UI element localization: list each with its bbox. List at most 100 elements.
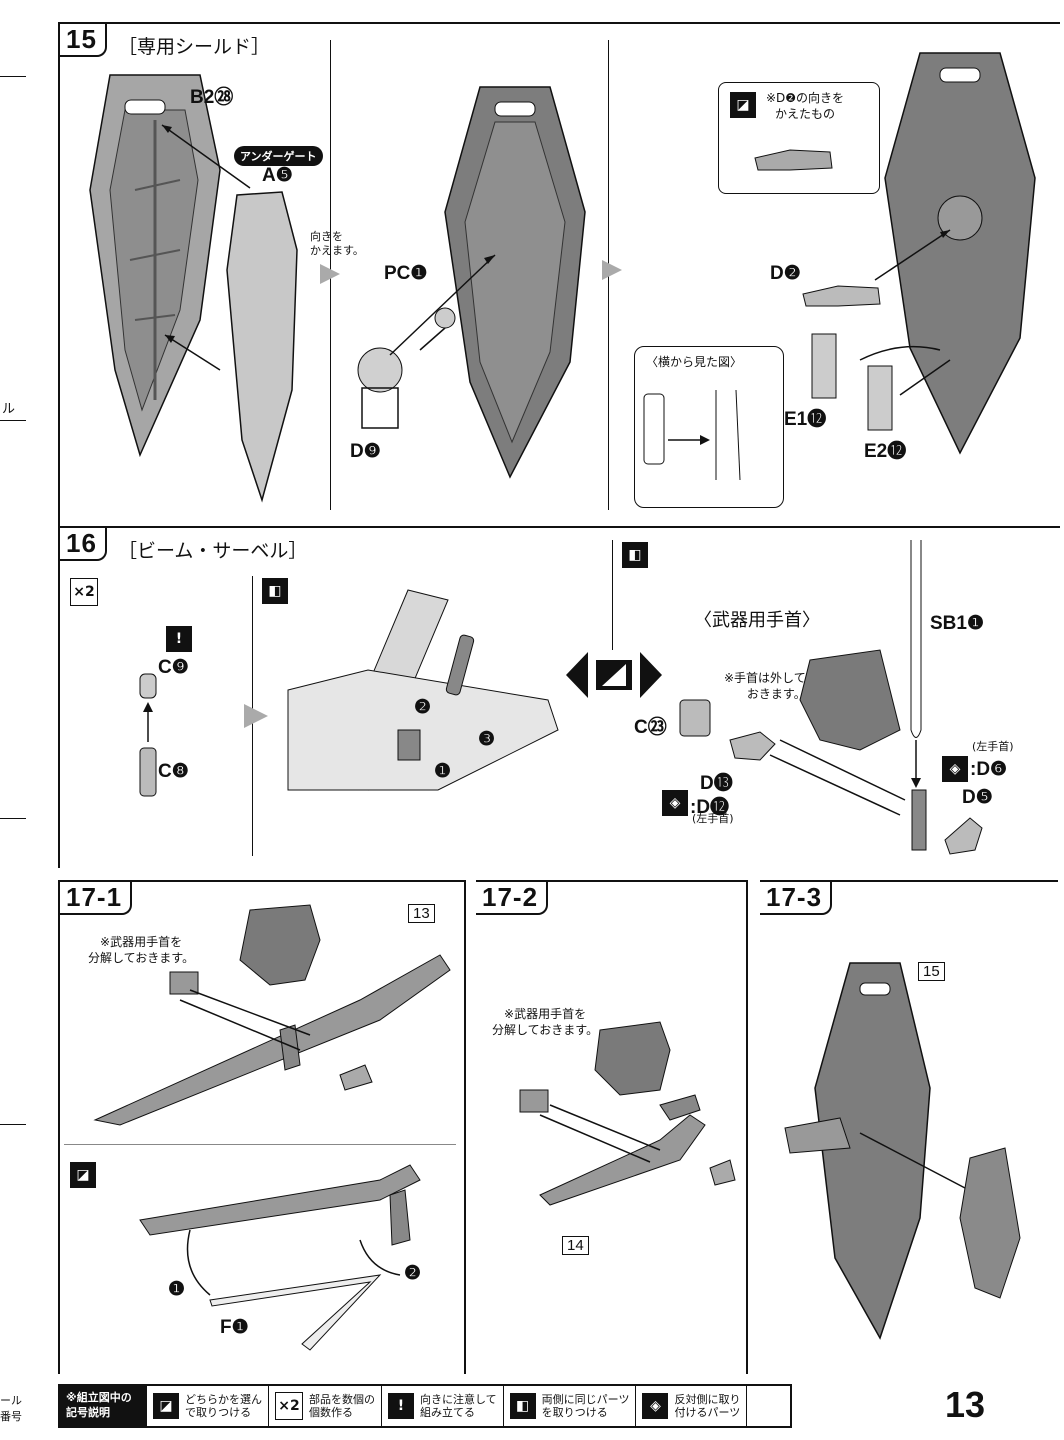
shield-cover-illustration	[226, 191, 298, 503]
part-c23-label: C㉓	[634, 717, 667, 738]
left-hand-note-1: (左手首)	[692, 812, 734, 825]
d5-illustration	[944, 817, 983, 855]
symbol-legend: ※組立図中の 記号説明 ◪ どちらかを選ん で取りつける ×2 部品を数個の 個…	[58, 1384, 792, 1428]
legend-text-choose: どちらかを選ん で取りつける	[185, 1393, 262, 1419]
legend-head: ※組立図中の 記号説明	[60, 1386, 146, 1426]
step-15-number: 15	[60, 24, 107, 57]
part-b2-label: B2㉘	[190, 87, 234, 108]
e2-illustration	[867, 365, 893, 431]
choose-icon-2: ◪	[70, 1162, 96, 1188]
part-d6-label: :D❻	[970, 759, 1008, 780]
step-16-circle-2: ❷	[414, 697, 432, 718]
saber-blade-illustration	[910, 540, 922, 788]
arrows-step15-c	[859, 229, 951, 396]
margin-text-3: 番号	[0, 1410, 22, 1423]
saber-mount-illustration	[287, 589, 559, 791]
step-17-1-divider	[64, 1144, 456, 1145]
step-16-circle-1: ❶	[434, 761, 452, 782]
legend-item-both-sides: ◧ 両側に同じパーツ を取りつける	[502, 1386, 636, 1426]
note-d2-orientation: ※D❷の向きを かえたもの	[766, 91, 845, 121]
page-number: 13	[945, 1384, 986, 1425]
legend-item-caution: ! 向きに注意して 組み立てる	[381, 1386, 503, 1426]
choose-icon: ◪	[153, 1393, 179, 1419]
weapon-hand-title: 〈武器用手首〉	[694, 610, 820, 631]
ref-13: 13	[408, 904, 435, 923]
margin-rule-2	[0, 420, 26, 421]
hand-assembly-illustration	[679, 649, 927, 851]
left-margin: ル ール 番号	[0, 0, 30, 1440]
part-f1-label: F❶	[220, 1317, 249, 1338]
step-17-2-note: ※武器用手首を 分解しておきます。	[492, 1007, 599, 1037]
step-17-3-number: 17-3	[760, 882, 833, 915]
step-16-circle-3: ❸	[478, 729, 496, 750]
gun-assembly-illustration	[519, 1021, 736, 1206]
rifle-sling-illustration	[139, 1164, 421, 1351]
part-d9-label: D❾	[350, 441, 381, 462]
part-a5-label: A❺	[262, 165, 293, 186]
shield-mount-illustration	[784, 962, 1021, 1340]
part-e1-label: E1⓬	[784, 409, 827, 430]
step-16-number: 16	[60, 528, 107, 561]
caution-icon: !	[166, 626, 192, 652]
note-bubble	[718, 82, 880, 194]
part-c8-label: C❽	[158, 761, 189, 782]
both-sides-icon: ◧	[509, 1393, 536, 1419]
side-view-illustration	[643, 389, 741, 481]
arrows-step15-a	[161, 124, 251, 371]
choose-double-arrow-icon	[566, 652, 662, 698]
step-16-title: ［ビーム・サーベル］	[118, 540, 308, 562]
legend-item-choose: ◪ どちらかを選ん で取りつける	[146, 1386, 268, 1426]
legend-item-opposite: ◈ 反対側に取り 付けるパーツ	[635, 1386, 748, 1426]
margin-rule-1	[0, 76, 26, 77]
margin-text-1: ル	[2, 402, 16, 417]
part-d2-label: D❷	[770, 263, 801, 284]
legend-item-x2: ×2 部品を数個の 個数作る	[268, 1386, 381, 1426]
d2-alt-illustration	[754, 149, 833, 171]
part-pc1-label: PC❶	[384, 263, 428, 284]
x2-icon: ×2	[70, 578, 98, 606]
undergate-badge: アンダーゲート	[234, 146, 323, 166]
step-17-1-note: ※武器用手首を 分解しておきます。	[88, 935, 195, 965]
legend-text-x2: 部品を数個の 個数作る	[309, 1393, 375, 1419]
legend-text-both-sides: 両側に同じパーツ を取りつける	[541, 1393, 630, 1419]
part-d13-label: D⓭	[700, 773, 733, 794]
caution-icon: !	[388, 1393, 414, 1419]
step-17-2-number: 17-2	[476, 882, 549, 915]
step-17-1-number: 17-1	[60, 882, 133, 915]
step-arrow-2	[602, 260, 622, 280]
pc-joint-illustration	[357, 254, 496, 429]
opposite-side-icon: ◈	[642, 1393, 669, 1419]
legend-text-opposite: 反対側に取り 付けるパーツ	[674, 1393, 741, 1419]
step-arrow-3	[244, 704, 268, 728]
left-hand-note-2: (左手首)	[972, 740, 1014, 753]
margin-rule-4	[0, 1124, 26, 1125]
margin-rule-3	[0, 818, 26, 819]
opposite-side-icon: ◈	[662, 790, 688, 816]
part-d5-label: D❺	[962, 787, 993, 808]
note-remove-hand: ※手首は外して おきます。	[724, 671, 806, 701]
step-arrow-1	[320, 264, 340, 284]
rifle-assembly-illustration	[93, 904, 451, 1126]
margin-text-2: ール	[0, 1394, 22, 1407]
turn-note: 向きを かえます。	[310, 230, 364, 257]
side-view-label: 〈横から見た図〉	[646, 355, 743, 369]
ref-15: 15	[918, 962, 945, 981]
shield-front-illustration	[444, 86, 586, 479]
x2-icon: ×2	[275, 1392, 303, 1420]
c-parts-illustration	[139, 673, 157, 797]
opposite-side-icon-2: ◈	[942, 756, 968, 782]
choose-icon: ◪	[730, 92, 756, 118]
part-c9-label: C❾	[158, 657, 189, 678]
step-16-divider-2	[612, 540, 613, 650]
legend-text-caution: 向きに注意して 組み立てる	[420, 1393, 497, 1419]
part-e2-label: E2⓬	[864, 441, 907, 462]
step-15-title: ［専用シールド］	[118, 36, 271, 58]
sling-circle-2: ❷	[404, 1263, 422, 1284]
both-sides-icon: ◧	[262, 578, 288, 604]
shield-assembled-illustration	[884, 52, 1036, 455]
both-sides-icon-2: ◧	[622, 542, 648, 568]
part-d12-label: :D⓬	[690, 797, 730, 818]
part-sb1-label: SB1❶	[930, 613, 984, 634]
e1-illustration	[811, 333, 837, 399]
ref-14: 14	[562, 1236, 589, 1255]
